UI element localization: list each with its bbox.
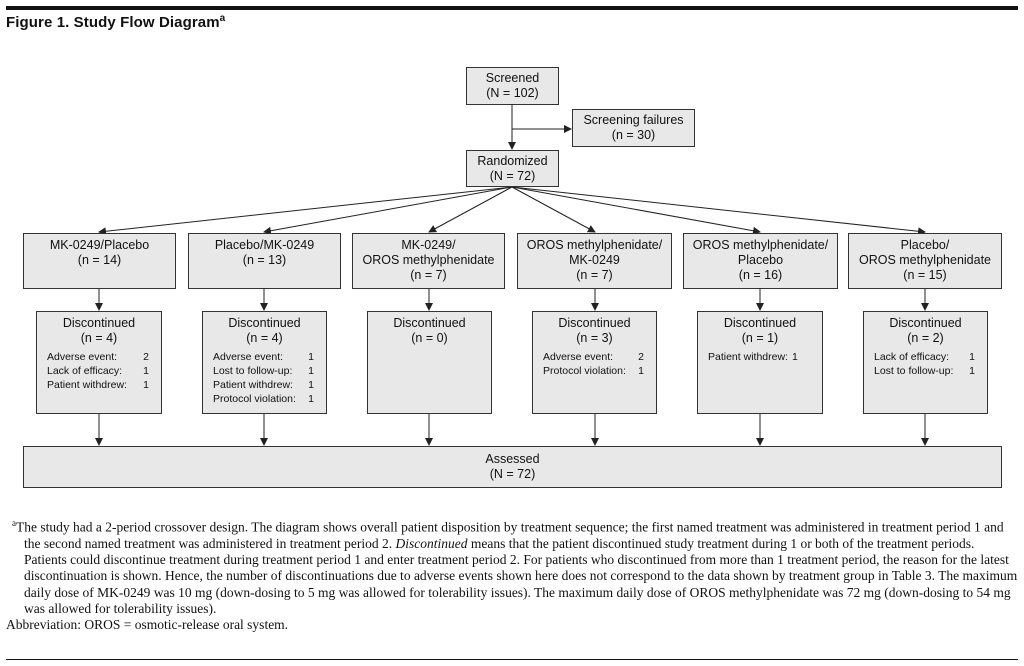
arm-count: (n = 13)	[242, 253, 287, 267]
randomized-count: (N = 72)	[489, 169, 536, 183]
arm-box: OROS methylphenidate/ MK-0249 (n = 7)	[517, 233, 672, 289]
discontinued-count: (n = 1)	[741, 331, 779, 345]
discontinued-label: Discontinued	[558, 316, 631, 330]
arm-name-line2: OROS methylphenidate	[858, 253, 991, 267]
reason-row: Patient withdrew:1	[213, 379, 314, 391]
screening-failures-count: (n = 30)	[611, 128, 656, 142]
screened-box: Screened (N = 102)	[466, 67, 559, 105]
discontinued-count: (n = 3)	[576, 331, 613, 345]
reason-row: Adverse event:2	[47, 351, 149, 363]
discontinued-count: (n = 0)	[411, 331, 448, 345]
reason-row: Patient withdrew:1	[47, 379, 149, 391]
reason-row: Adverse event:1	[213, 351, 314, 363]
arm-box: MK-0249/Placebo (n = 14)	[23, 233, 176, 289]
discontinued-count: (n = 4)	[246, 331, 283, 345]
arm-name: OROS methylphenidate/	[526, 238, 663, 252]
arm-count: (n = 7)	[576, 268, 613, 282]
assessed-label: Assessed	[485, 452, 540, 466]
footnote-text: aThe study had a 2-period crossover desi…	[12, 518, 1018, 616]
reason-row: Lack of efficacy:1	[47, 365, 149, 377]
screening-failures-label: Screening failures	[583, 113, 684, 127]
arm-box: OROS methylphenidate/ Placebo (n = 16)	[683, 233, 838, 289]
reason-row: Adverse event:2	[543, 351, 644, 363]
discontinued-box: Discontinued (n = 4) Adverse event:2 Lac…	[36, 311, 162, 414]
discontinued-count: (n = 4)	[80, 331, 118, 345]
arm-name: Placebo/	[900, 238, 950, 252]
discontinued-label: Discontinued	[393, 316, 466, 330]
arm-name-line2: OROS methylphenidate	[362, 253, 495, 267]
top-rule	[6, 6, 1018, 10]
reason-list: Patient withdrew:1	[698, 350, 822, 364]
abbreviation-text: Abbreviation: OROS = osmotic-release ora…	[6, 617, 289, 633]
screened-count: (N = 102)	[486, 86, 539, 100]
discontinued-label: Discontinued	[889, 316, 962, 330]
discontinued-box: Discontinued (n = 0)	[367, 311, 492, 414]
arm-box: Placebo/MK-0249 (n = 13)	[188, 233, 341, 289]
arm-name: MK-0249/	[401, 238, 456, 252]
randomized-box: Randomized (N = 72)	[466, 150, 559, 187]
reason-row: Lost to follow-up:1	[213, 365, 314, 377]
footnote: aThe study had a 2-period crossover desi…	[6, 515, 1018, 634]
arm-box: MK-0249/ OROS methylphenidate (n = 7)	[352, 233, 505, 289]
arm-name-line2: MK-0249	[569, 253, 620, 267]
arm-name: MK-0249/Placebo	[49, 238, 150, 252]
reason-row: Protocol violation:1	[213, 393, 314, 405]
reason-row: Lost to follow-up:1	[874, 365, 975, 377]
discontinued-label: Discontinued	[228, 316, 301, 330]
arm-name: OROS methylphenidate/	[692, 238, 829, 252]
reason-list: Adverse event:2 Protocol violation:1	[533, 350, 656, 378]
arm-name-line2: Placebo	[737, 253, 784, 267]
reason-list: Lack of efficacy:1 Lost to follow-up:1	[864, 350, 987, 378]
discontinued-count: (n = 2)	[907, 331, 944, 345]
reason-list: Adverse event:2 Lack of efficacy:1 Patie…	[37, 350, 161, 392]
discontinued-box: Discontinued (n = 3) Adverse event:2 Pro…	[532, 311, 657, 414]
arm-box: Placebo/ OROS methylphenidate (n = 15)	[848, 233, 1002, 289]
discontinued-label: Discontinued	[723, 316, 797, 330]
randomized-label: Randomized	[477, 154, 548, 168]
reason-row: Lack of efficacy:1	[874, 351, 975, 363]
discontinued-box: Discontinued (n = 4) Adverse event:1 Los…	[202, 311, 327, 414]
arm-count: (n = 16)	[738, 268, 783, 282]
reason-row: Patient withdrew:1	[708, 351, 798, 363]
discontinued-box: Discontinued (n = 2) Lack of efficacy:1 …	[863, 311, 988, 414]
arm-count: (n = 14)	[77, 253, 122, 267]
bottom-rule	[6, 659, 1018, 660]
screening-failures-box: Screening failures (n = 30)	[572, 109, 695, 147]
assessed-count: (N = 72)	[489, 467, 536, 481]
arm-name: Placebo/MK-0249	[214, 238, 315, 252]
reason-list: Adverse event:1 Lost to follow-up:1 Pati…	[203, 350, 326, 406]
discontinued-label: Discontinued	[62, 316, 136, 330]
assessed-box: Assessed (N = 72)	[23, 446, 1002, 488]
reason-row: Protocol violation:1	[543, 365, 644, 377]
arm-count: (n = 15)	[903, 268, 947, 282]
screened-label: Screened	[485, 71, 540, 85]
arm-count: (n = 7)	[410, 268, 447, 282]
figure-title: Figure 1. Study Flow Diagrama	[6, 13, 226, 31]
discontinued-box: Discontinued (n = 1) Patient withdrew:1	[697, 311, 823, 414]
